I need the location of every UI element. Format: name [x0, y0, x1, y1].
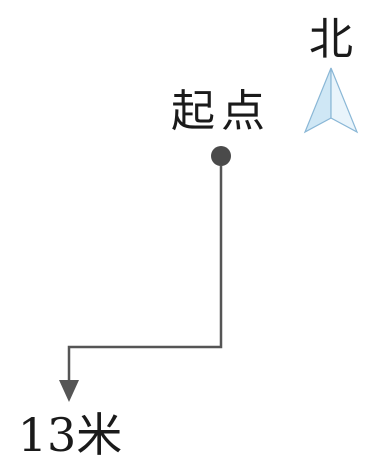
- route-path: [67, 166, 223, 395]
- route-arrow-head: [59, 380, 79, 402]
- north-arrow-icon: [303, 67, 359, 134]
- start-label: 起点: [171, 86, 271, 137]
- distance-label: 13米: [18, 408, 123, 462]
- start-point-marker: [211, 146, 231, 166]
- north-label: 北: [309, 14, 353, 65]
